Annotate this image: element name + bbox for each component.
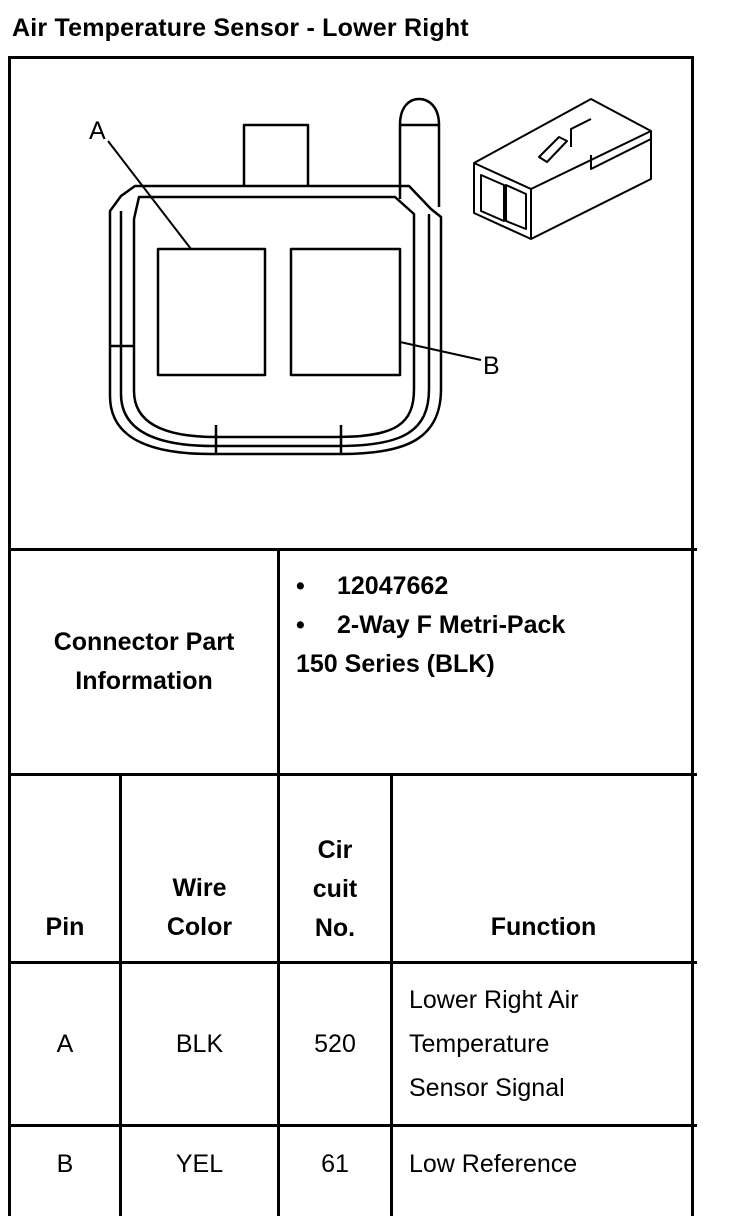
header-function: Function [490,912,597,941]
divider-column-circuit-left [277,548,280,1216]
row-a-wire-color: BLK [175,1030,224,1058]
row-b-function: Low Reference [409,1150,578,1178]
row-a-function-line3: Sensor Signal [409,1074,565,1102]
header-wire-color-line1: Wire [172,874,227,902]
row-a-circuit: 520 [314,1030,356,1058]
row-a-function: Lower Right Air Temperature Sensor Signa… [409,978,694,1110]
connector-part-number-item: • 12047662 [296,567,565,606]
header-wire-color-line2: Color [166,913,233,941]
pin-leader-lines [107,140,482,361]
connector-diagram: A B [89,97,652,456]
connector-face-drawing [108,97,443,456]
divider-row-a-bottom [8,1124,697,1127]
row-b-wire-color: YEL [175,1150,224,1178]
divider-diagram-bottom [8,548,697,551]
header-wire-color: Wire Color [122,868,277,948]
connector-description-line2: 150 Series (BLK) [296,650,495,678]
row-a-function-line2: Temperature [409,1030,550,1058]
connector-description-item-continued: 150 Series (BLK) [296,645,565,684]
connector-isometric-drawing [473,98,652,240]
connector-description-item: • 2-Way F Metri-Pack [296,606,565,645]
bullet-icon: • [296,572,305,600]
pin-a-label: A [89,117,106,145]
header-circuit-line3: No. [314,913,356,942]
connector-part-info-label-line1: Connector Part [53,628,235,656]
connector-part-number: 12047662 [337,572,449,600]
header-circuit-line1: Cir [317,835,353,864]
divider-table-header-bottom [8,961,697,964]
divider-connector-info-bottom [8,773,697,776]
divider-column-pin-right [119,773,122,1216]
connector-part-info-values: • 12047662 • 2-Way F Metri-Pack 150 Seri… [296,567,565,684]
header-pin: Pin [45,912,85,941]
header-circuit-number: Cir cuit No. [280,830,390,948]
pin-b-label: B [483,352,500,380]
row-b-circuit: 61 [321,1150,349,1178]
document-frame [8,56,694,1216]
connector-part-info-label-line2: Information [75,667,213,695]
connector-description-line1: 2-Way F Metri-Pack [337,611,566,639]
header-circuit-line2: cuit [312,874,358,903]
divider-column-function-left [390,773,393,1216]
bullet-icon: • [296,611,305,639]
row-a-function-line1: Lower Right Air [409,986,579,1014]
page-title: Air Temperature Sensor - Lower Right [12,14,469,42]
row-a-pin: A [56,1030,74,1058]
row-b-pin: B [56,1150,74,1178]
connector-part-info-label: Connector Part Information [11,551,277,773]
